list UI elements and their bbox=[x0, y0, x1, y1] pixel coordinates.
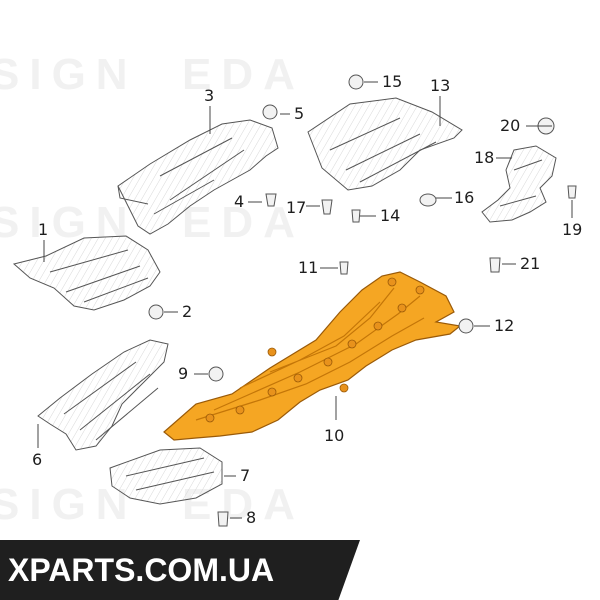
fasteners bbox=[148, 74, 577, 527]
part-12-clip bbox=[458, 318, 474, 334]
callout-7: 7 bbox=[240, 466, 251, 485]
callout-19: 19 bbox=[562, 220, 583, 239]
callout-1: 1 bbox=[38, 220, 49, 239]
callout-4: 4 bbox=[234, 192, 245, 211]
callout-15: 15 bbox=[382, 72, 403, 91]
part-11-bolt bbox=[339, 261, 349, 275]
part-10-underbody-panel bbox=[163, 271, 462, 441]
callout-11: 11 bbox=[298, 258, 319, 277]
part-2-clip bbox=[148, 304, 164, 320]
part-14-bolt bbox=[351, 209, 361, 223]
callout-12: 12 bbox=[494, 316, 515, 335]
callout-5: 5 bbox=[294, 104, 305, 123]
callout-14: 14 bbox=[380, 206, 401, 225]
callout-2: 2 bbox=[182, 302, 193, 321]
part-5-clip bbox=[262, 104, 278, 120]
watermark: SIGN EDA bbox=[0, 480, 305, 529]
watermark: SIGN EDA bbox=[0, 50, 305, 99]
callout-17: 17 bbox=[286, 198, 307, 217]
part-15-clip bbox=[348, 74, 364, 90]
part-7-shield bbox=[109, 447, 223, 505]
leader-lines bbox=[37, 81, 573, 519]
callout-18: 18 bbox=[474, 148, 495, 167]
part-8-bolt bbox=[217, 511, 229, 527]
part-21-bolt bbox=[489, 257, 501, 273]
callout-20: 20 bbox=[500, 116, 521, 135]
part-6-shield bbox=[37, 339, 169, 451]
callout-13: 13 bbox=[430, 76, 451, 95]
part-9-clip bbox=[208, 366, 224, 382]
brand-banner-text: XPARTS.COM.UA bbox=[8, 552, 275, 588]
callout-3: 3 bbox=[204, 86, 215, 105]
part-18-bracket bbox=[481, 145, 557, 223]
part-19-bolt bbox=[567, 185, 577, 199]
brand-banner: XPARTS.COM.UA bbox=[0, 540, 360, 600]
callout-9: 9 bbox=[178, 364, 189, 383]
callout-6: 6 bbox=[32, 450, 43, 469]
part-13-shield bbox=[307, 97, 463, 191]
callout-21: 21 bbox=[520, 254, 541, 273]
part-17-bolt bbox=[321, 199, 333, 215]
callout-16: 16 bbox=[454, 188, 475, 207]
part-1-shield bbox=[12, 235, 161, 311]
callout-8: 8 bbox=[246, 508, 257, 527]
callout-10: 10 bbox=[324, 426, 345, 445]
part-3-heat-shield bbox=[117, 119, 279, 235]
part-16-clip bbox=[419, 193, 437, 207]
part-4-bolt bbox=[265, 193, 277, 207]
